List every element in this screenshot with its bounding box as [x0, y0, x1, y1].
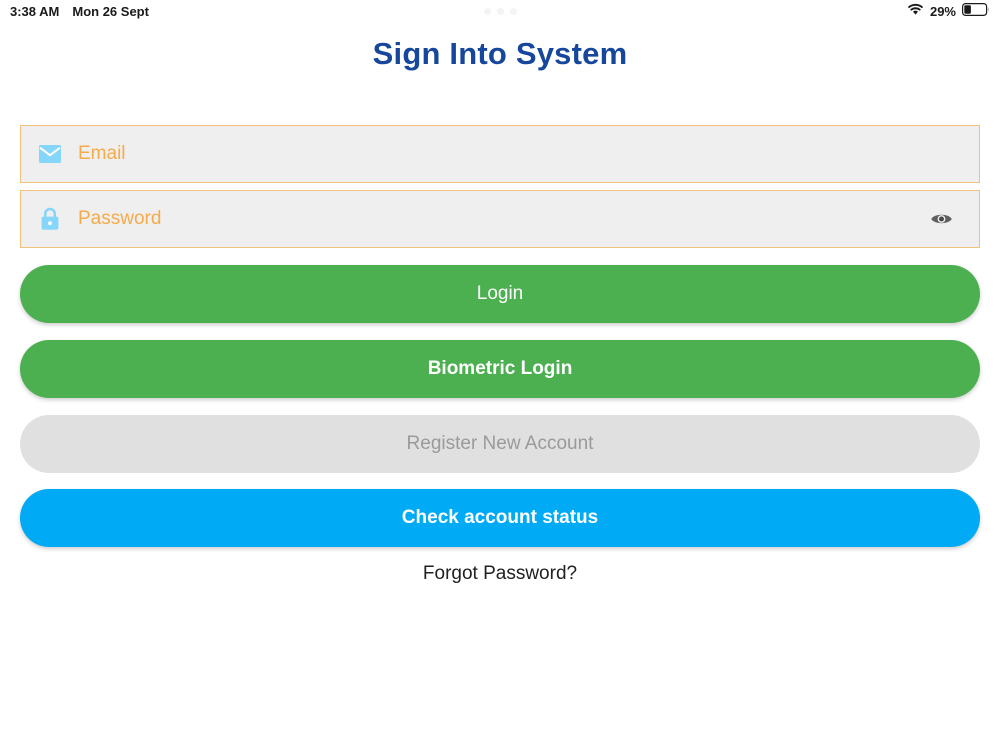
status-bar-left: 3:38 AM Mon 26 Sept: [10, 4, 149, 19]
page-title: Sign Into System: [372, 36, 628, 71]
status-date: Mon 26 Sept: [72, 3, 149, 19]
status-bar-right: 29%: [907, 3, 990, 19]
wifi-icon: [907, 3, 924, 19]
multitasking-dot: [483, 7, 491, 15]
login-form: Email Password Login Biometric Login Reg…: [20, 125, 980, 585]
email-field[interactable]: Email: [20, 125, 980, 183]
status-time: 3:38 AM: [10, 3, 60, 19]
biometric-login-button[interactable]: Biometric Login: [20, 340, 980, 398]
password-placeholder: Password: [78, 208, 162, 229]
forgot-password-link[interactable]: Forgot Password?: [422, 563, 578, 584]
register-new-account-button[interactable]: Register New Account: [20, 415, 980, 473]
envelope-icon: [38, 142, 62, 166]
status-bar-center: [0, 0, 1000, 22]
eye-icon[interactable]: [929, 207, 953, 231]
status-bar: 3:38 AM Mon 26 Sept 29%: [0, 0, 1000, 22]
battery-low-icon: [962, 3, 990, 19]
email-placeholder: Email: [78, 143, 126, 164]
lock-icon: [38, 207, 62, 231]
battery-percent-label: 29%: [929, 3, 956, 19]
multitasking-dots-icon[interactable]: [483, 7, 517, 15]
check-account-status-button[interactable]: Check account status: [20, 489, 980, 547]
multitasking-dot: [496, 7, 504, 15]
password-field[interactable]: Password: [20, 190, 980, 248]
multitasking-dot: [509, 7, 517, 15]
login-button[interactable]: Login: [20, 265, 980, 323]
